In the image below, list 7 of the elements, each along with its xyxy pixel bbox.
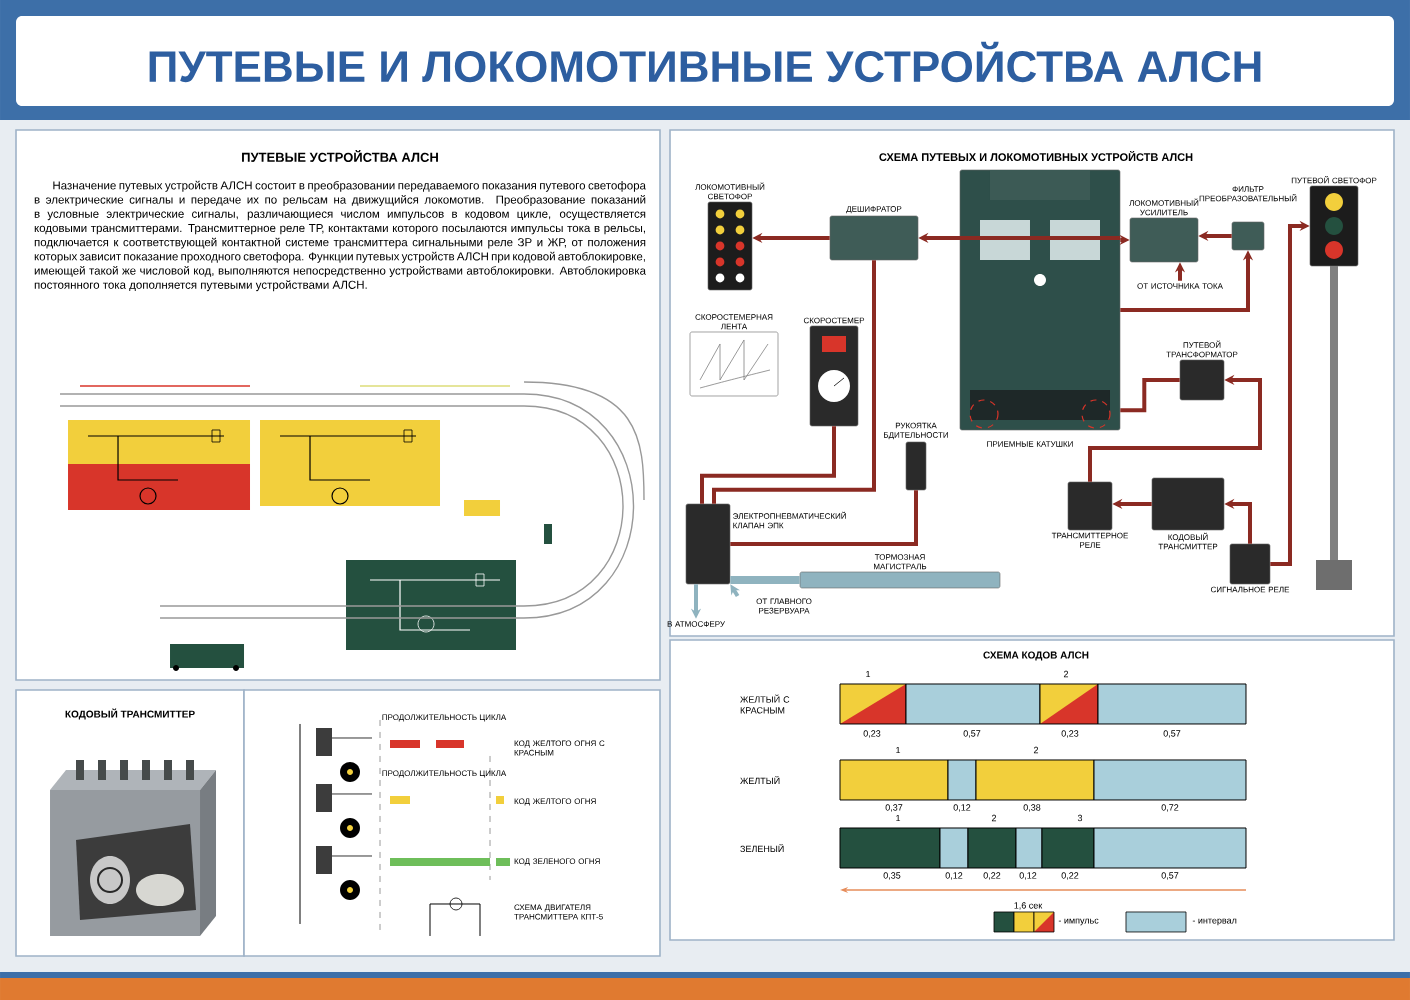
connector	[1120, 378, 1180, 413]
connector	[730, 490, 918, 546]
locomotive-drawing	[959, 169, 1121, 431]
connector	[700, 426, 836, 504]
header-banner: ПУТЕВЫЕ И ЛОКОМОТИВНЫЕ УСТРОЙСТВА АЛСН	[0, 0, 1410, 120]
connector	[730, 576, 800, 584]
connector	[712, 260, 876, 504]
